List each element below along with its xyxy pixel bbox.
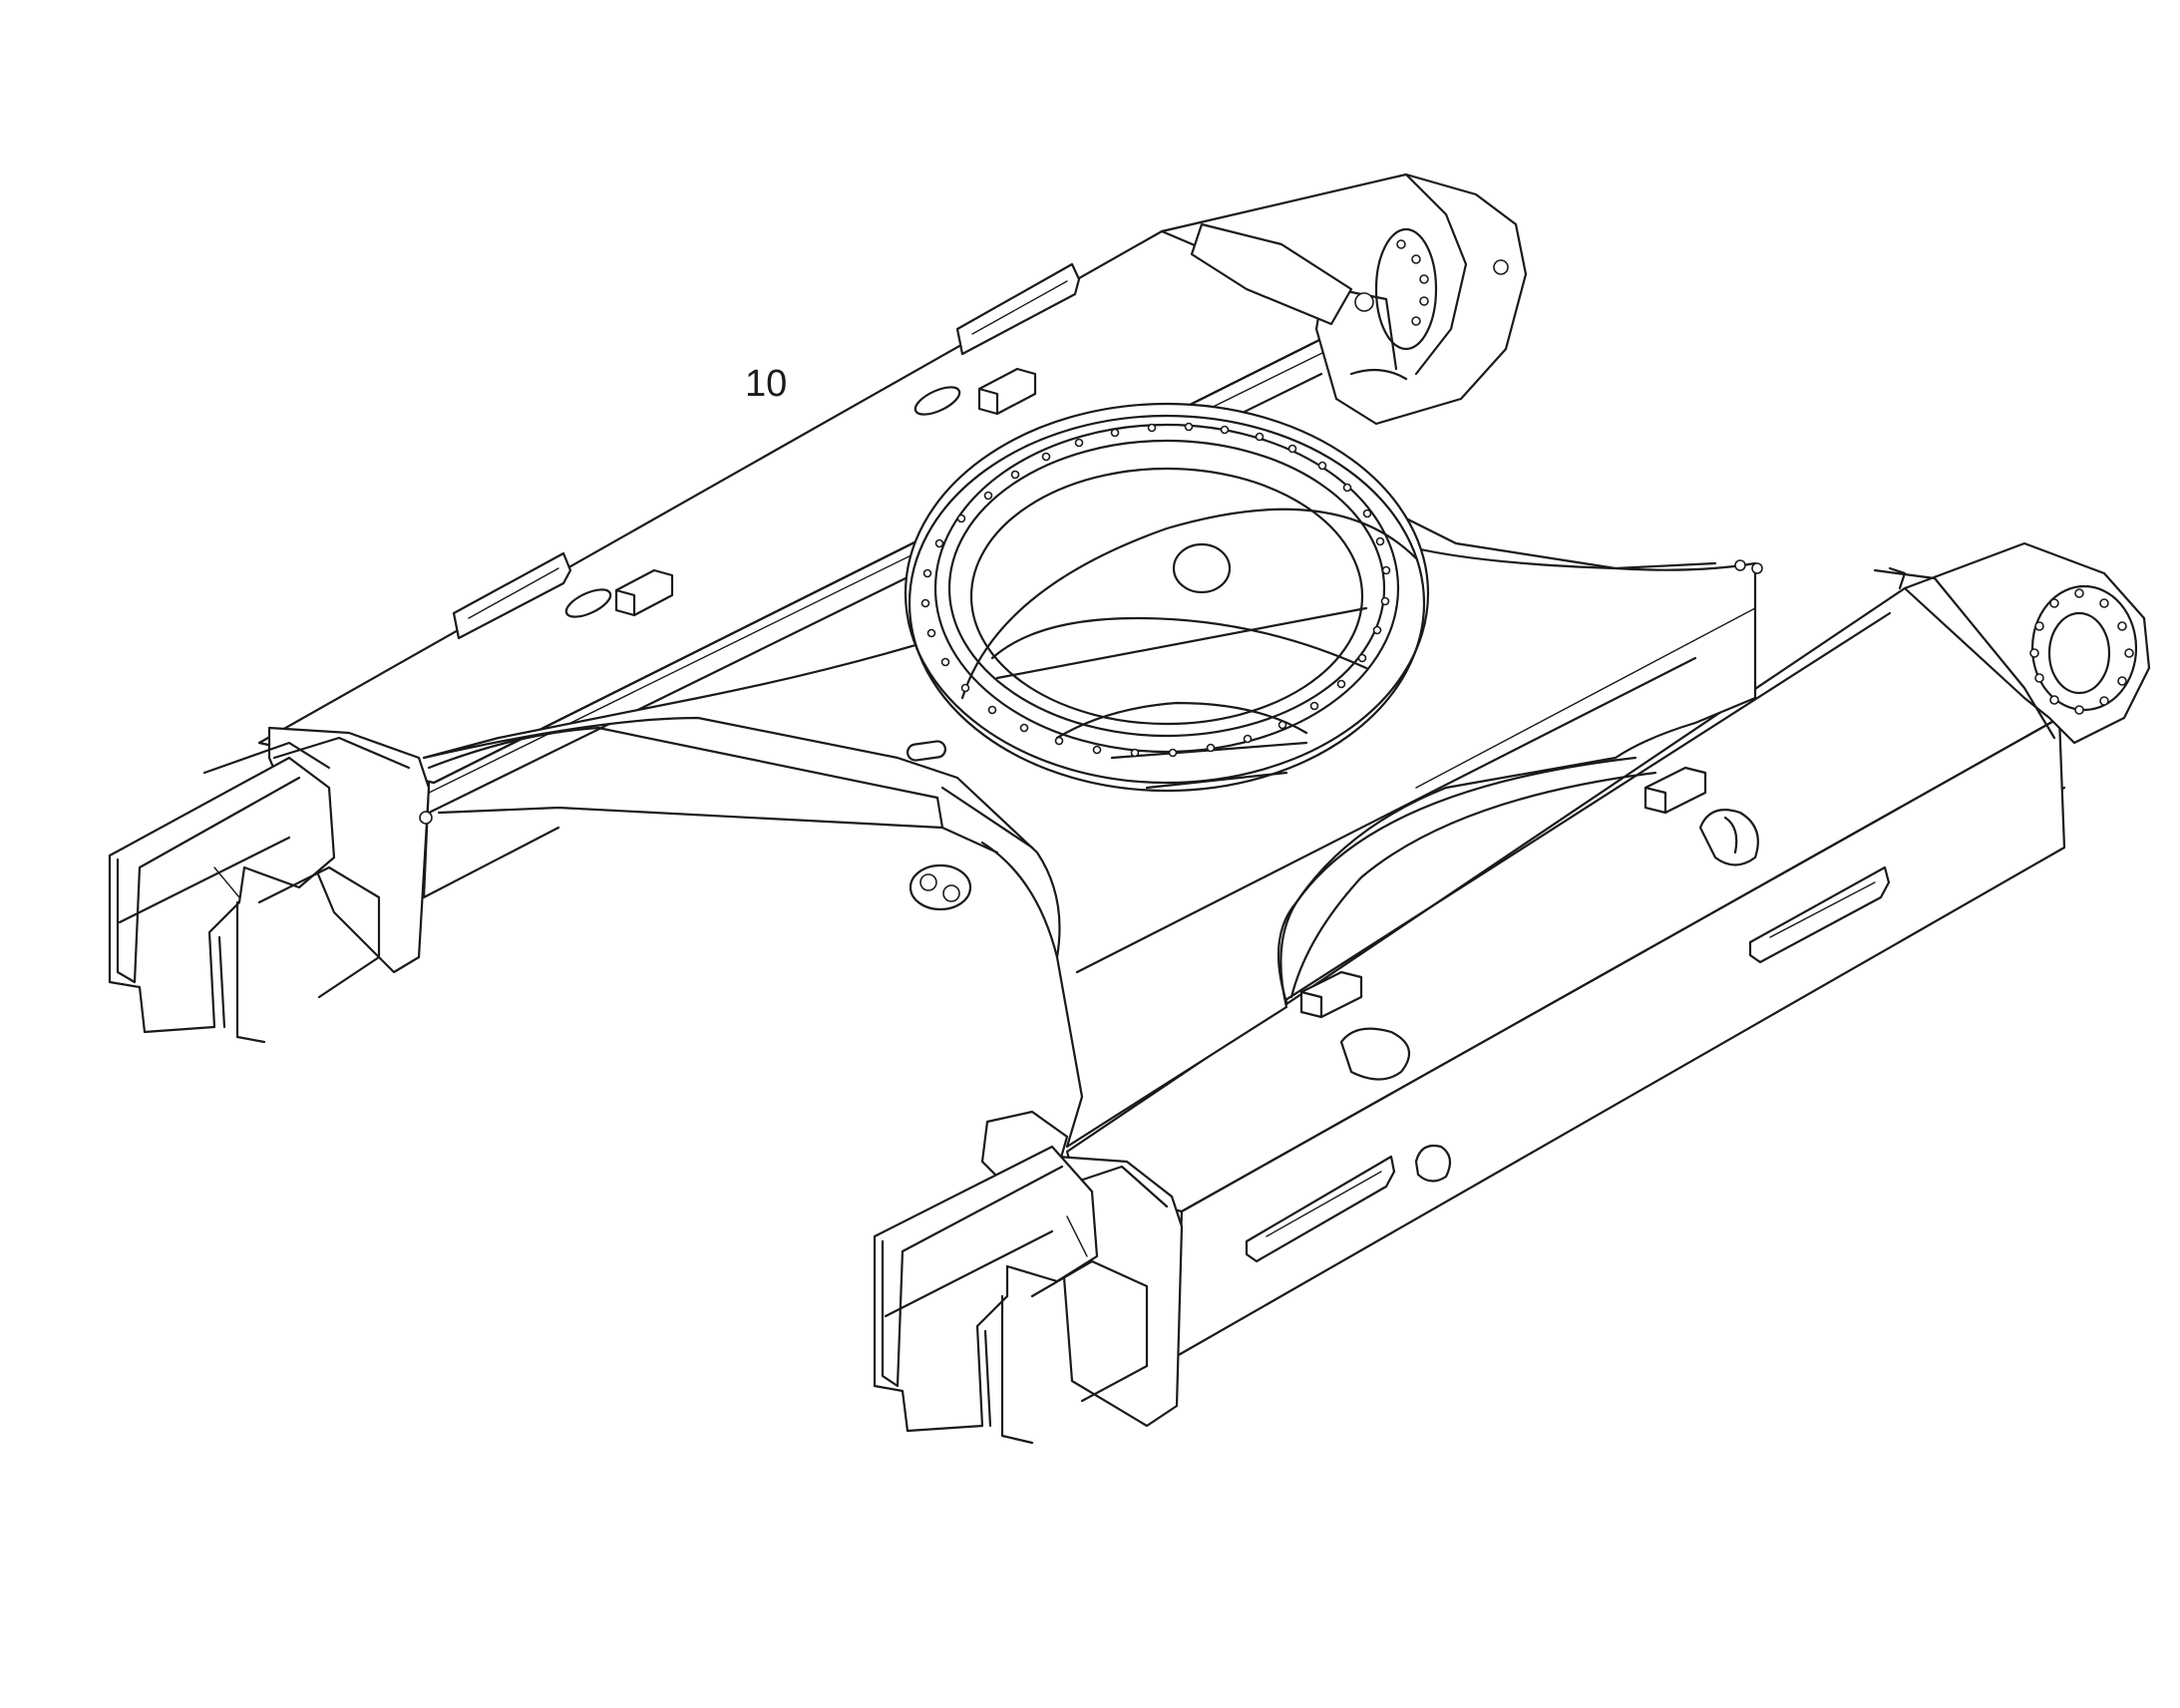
left-track-frame [108, 172, 1528, 1044]
swing-ring [904, 402, 1430, 793]
roller-brackets [452, 262, 1891, 1263]
callout-10: 10 [745, 363, 787, 405]
right-track-frame [873, 541, 2151, 1445]
